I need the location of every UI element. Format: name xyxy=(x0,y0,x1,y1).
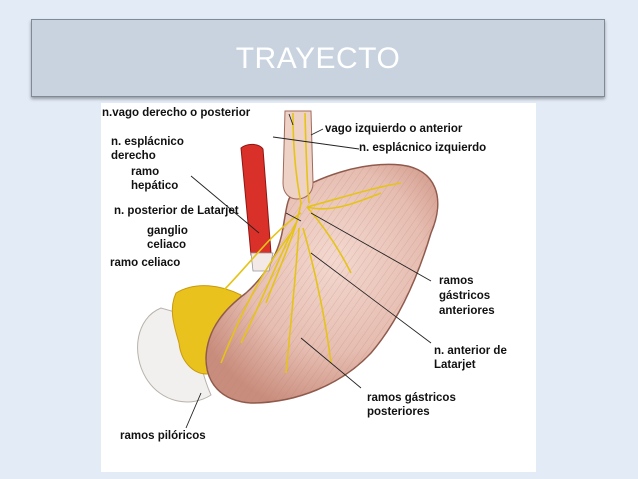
label-gastricos-anteriores-2: gástricos xyxy=(439,290,491,302)
leader-lines xyxy=(185,113,432,429)
label-ganglio-2: celiaco xyxy=(147,239,186,251)
label-vago-izquierdo: vago izquierdo o anterior xyxy=(325,123,463,135)
label-vago-derecho: n.vago derecho o posterior xyxy=(102,107,251,119)
nerve-branches xyxy=(220,112,402,374)
label-gastricos-anteriores-1: ramos xyxy=(439,275,474,287)
label-esplacnico-derecho-1: n. esplácnico xyxy=(111,136,184,148)
label-ramo-celiaco: ramo celiaco xyxy=(110,257,181,269)
label-ramo-hepatico-1: ramo xyxy=(131,166,160,178)
label-ramo-hepatico-2: hepático xyxy=(131,180,179,192)
label-posterior-latarjet: n. posterior de Latarjet xyxy=(114,205,239,217)
slide-title: TRAYECTO xyxy=(235,42,401,75)
label-esplacnico-izquierdo: n. esplácnico izquierdo xyxy=(359,142,487,154)
anatomy-drawing xyxy=(137,110,439,429)
stomach-innervation-illustration: n.vago derecho o posterior vago izquierd… xyxy=(101,103,536,472)
label-anterior-latarjet-2: Latarjet xyxy=(434,359,476,371)
label-gastricos-posteriores-2: posteriores xyxy=(367,406,430,418)
aorta xyxy=(240,143,272,256)
label-esplacnico-derecho-2: derecho xyxy=(111,150,156,162)
label-gastricos-anteriores-3: anteriores xyxy=(439,305,495,317)
label-ganglio-1: ganglio xyxy=(147,225,188,237)
label-anterior-latarjet-1: n. anterior de xyxy=(434,345,507,357)
label-gastricos-posteriores-1: ramos gástricos xyxy=(367,392,456,404)
label-ramos-piloricos: ramos pilóricos xyxy=(120,430,206,442)
slide-title-bar: TRAYECTO xyxy=(31,19,605,97)
